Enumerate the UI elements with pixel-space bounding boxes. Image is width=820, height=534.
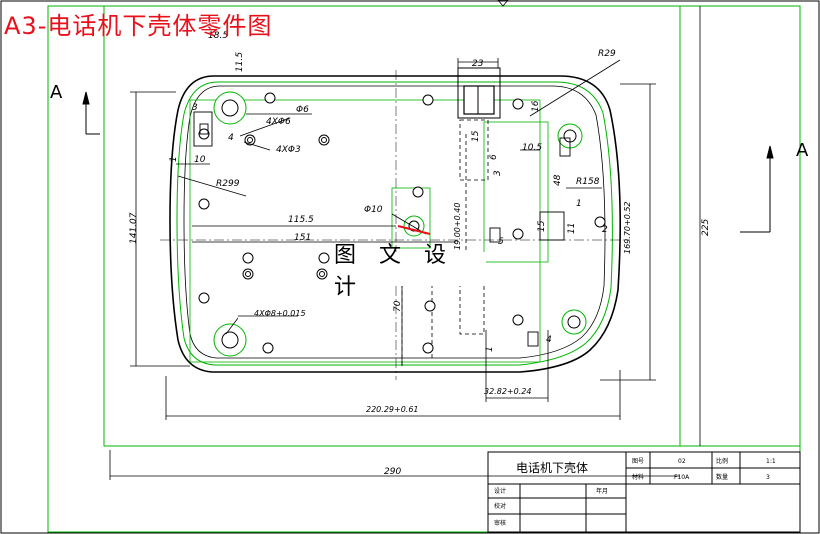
title-block [487, 451, 801, 533]
qty-label: 数量 [716, 473, 728, 481]
dim-4xphi6: 4XΦ6 [266, 117, 291, 127]
dim-4b: 4 [546, 335, 552, 345]
dim-16: 16 [531, 100, 541, 112]
dim-290: 290 [384, 467, 401, 477]
watermark-text: 图 文 设 计 [334, 243, 486, 300]
dim-4xphi8: 4XΦ8+0.015 [254, 309, 306, 318]
dim-32-82: 32.82+0.24 [484, 387, 531, 396]
dim-15b: 15 [537, 220, 547, 232]
dim-141-07: 141.07 [129, 212, 139, 244]
review-label: 审核 [494, 519, 506, 527]
part-outline [169, 75, 622, 373]
dim-48: 48 [553, 174, 563, 186]
date-label: 年月 [596, 487, 608, 495]
section-mark-right: A [796, 140, 809, 161]
dim-225: 225 [701, 219, 711, 236]
qty-value: 3 [766, 474, 770, 481]
scale-label: 比例 [716, 457, 728, 465]
dim-phi10: Φ10 [364, 205, 383, 215]
dim-phi6: Φ6 [296, 105, 309, 115]
design-label: 设计 [494, 487, 506, 495]
dim-4: 4 [228, 133, 234, 143]
dim-10-5: 10.5 [522, 143, 542, 153]
dim-5: 5 [498, 237, 504, 247]
dim-1c: 1 [485, 346, 495, 352]
dim-115-5: 115.5 [288, 215, 314, 225]
dim-4xphi3: 4XΦ3 [276, 145, 301, 155]
dim-15: 15 [471, 130, 481, 142]
dim-1: 1 [169, 156, 179, 162]
part-name: 电话机下壳体 [516, 461, 588, 475]
dim-10: 10 [194, 155, 206, 165]
drawing-title: A3-电话机下壳体零件图 [4, 12, 273, 40]
dim-151: 151 [294, 233, 311, 243]
material-value: F10A [674, 474, 690, 481]
dim-r158: R158 [576, 177, 600, 187]
dim-169: 169.70+0.52 [623, 201, 632, 254]
dim-r299: R299 [216, 179, 240, 189]
dim-70: 70 [393, 300, 403, 312]
section-mark-left: A [50, 82, 63, 103]
dim-19: 19.00+0.40 [453, 203, 462, 250]
dim-2: 2 [602, 225, 608, 235]
dim-3: 3 [192, 103, 198, 113]
part-inner-outline [176, 81, 613, 366]
dim-23: 23 [472, 59, 484, 69]
dim-11: 11 [567, 223, 577, 234]
dim-220: 220.29+0.61 [366, 405, 419, 414]
material-label: 材料 [632, 473, 644, 481]
dim-3b: 3 [493, 170, 503, 176]
dim-1b: 1 [576, 199, 582, 209]
dim-11-5: 11.5 [235, 52, 245, 72]
code-value: 02 [678, 458, 686, 465]
sheet-label: 图号 [632, 458, 644, 465]
check-label: 校对 [494, 502, 506, 510]
scale-value: 1:1 [766, 458, 776, 465]
dim-top: 18.5 [208, 31, 228, 41]
dim-r29: R29 [598, 49, 616, 59]
dim-6: 6 [489, 154, 499, 160]
